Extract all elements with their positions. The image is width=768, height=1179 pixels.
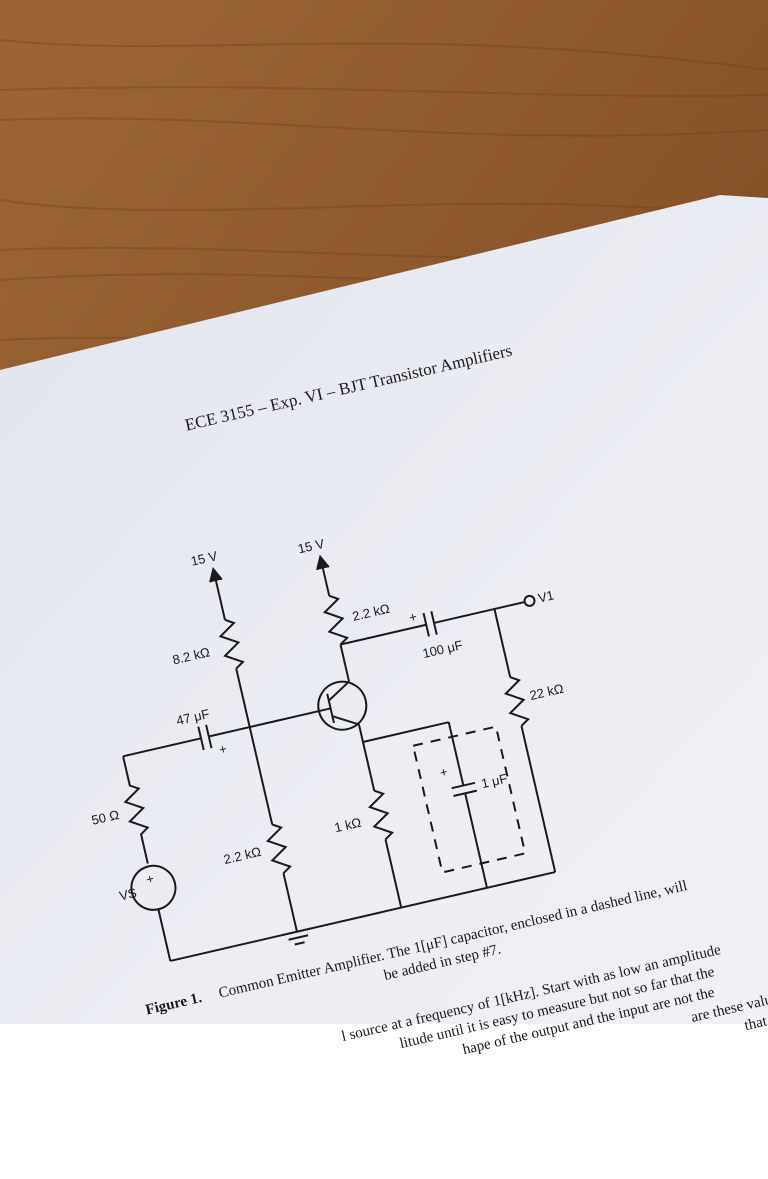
- resistor-8k2: [218, 618, 245, 670]
- supply-arrow-right: [316, 554, 330, 571]
- paper-sheet: [0, 195, 768, 1024]
- output-terminal: [523, 594, 536, 607]
- photo-scene: ECE 3155 – Exp. VI – BJT Transistor Ampl…: [0, 0, 768, 1058]
- resistor-50: [122, 756, 150, 864]
- bjt-transistor: [317, 680, 368, 731]
- supply-arrow-left: [209, 567, 223, 583]
- dashed-box: [411, 725, 527, 874]
- resistor-22k: [503, 676, 530, 727]
- wood-table: [0, 0, 768, 1024]
- circuit-schematic: [122, 554, 557, 962]
- resistor-1k: [367, 789, 394, 841]
- resistor-2k2-bias: [265, 823, 292, 874]
- resistor-2k2-collector: [322, 594, 350, 646]
